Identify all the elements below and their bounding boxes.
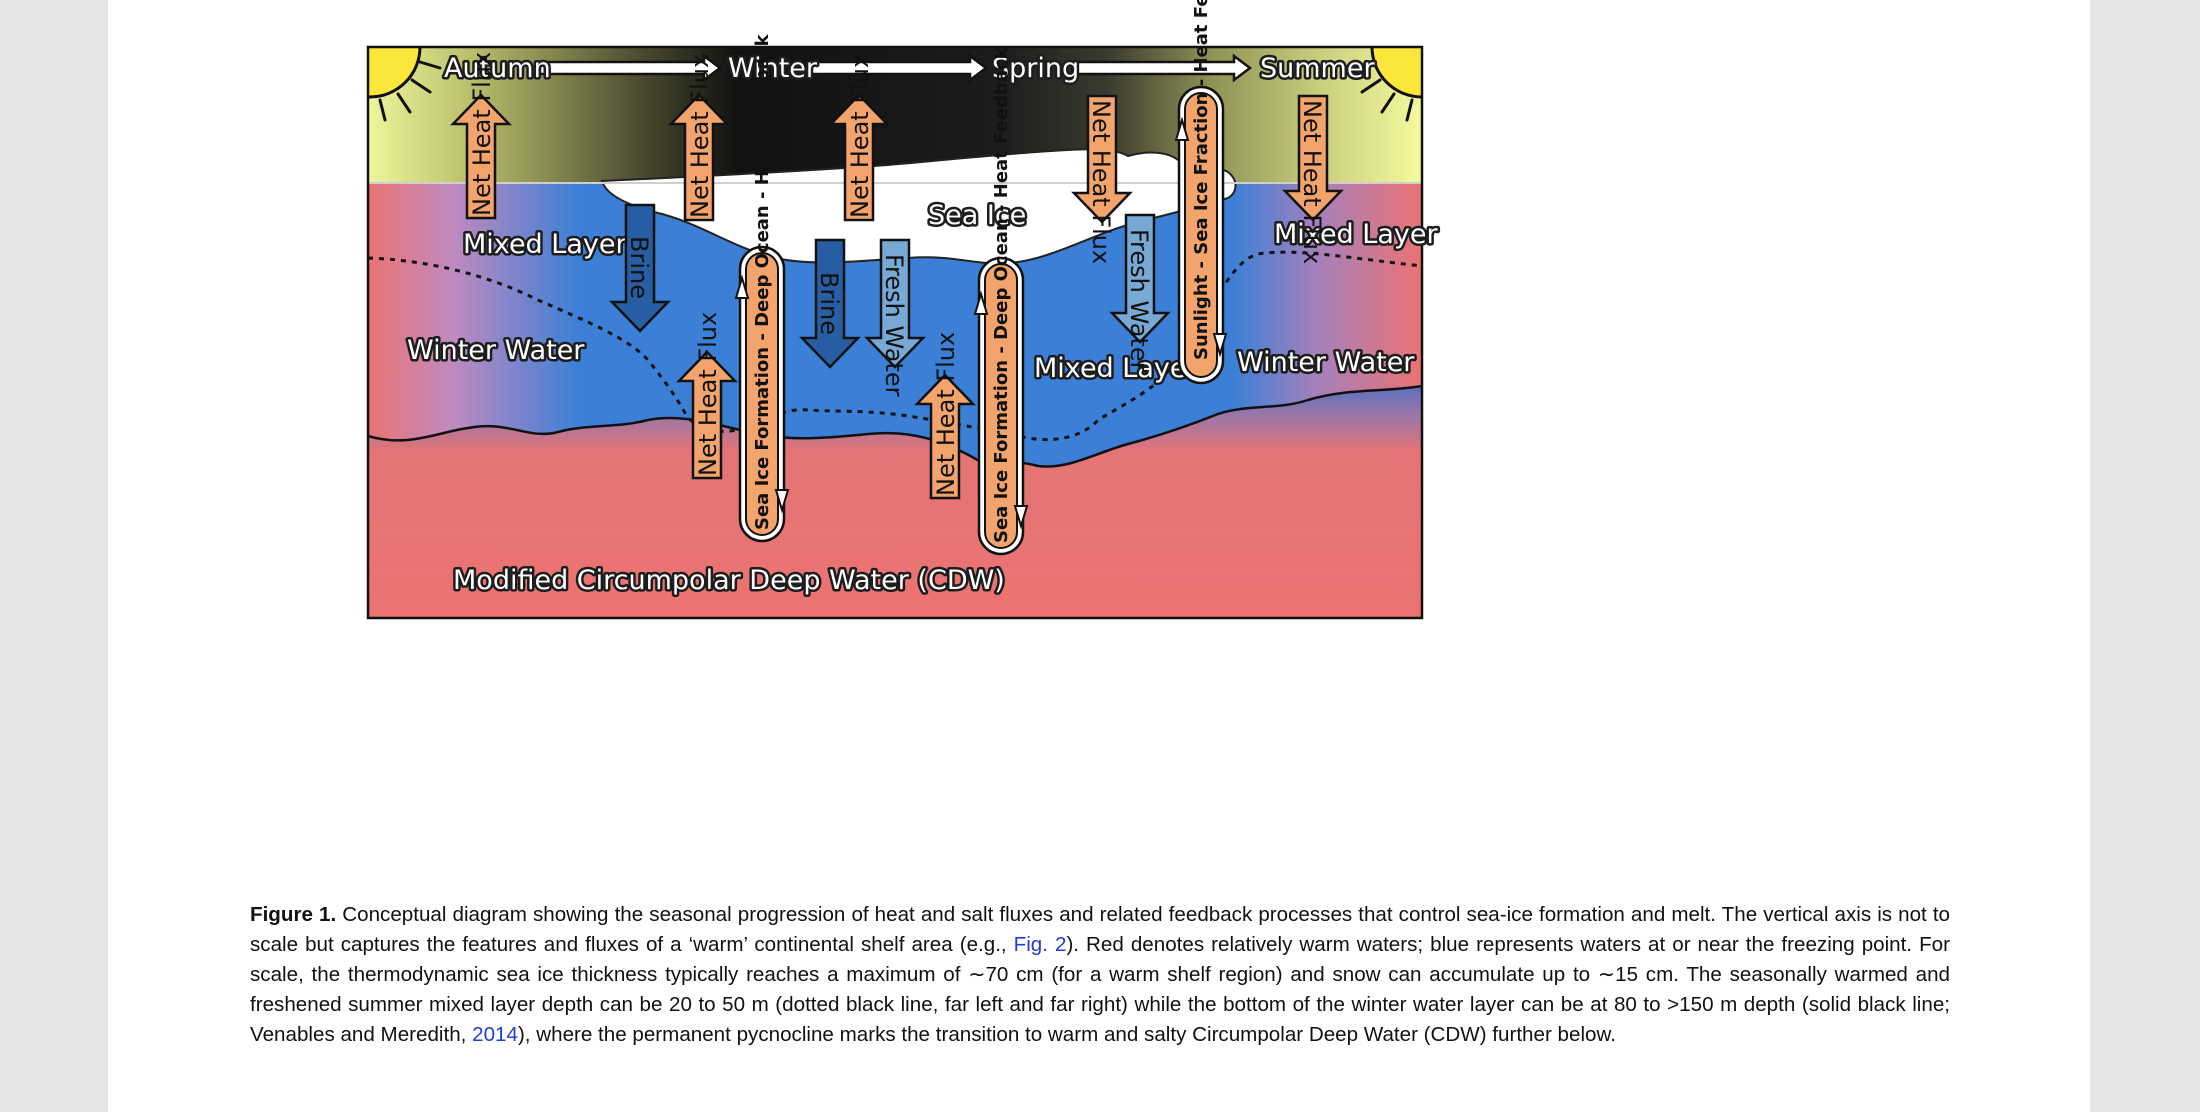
net-heat-flux-label: Net Heat Flux: [686, 54, 714, 218]
net-heat-flux-arrow: Net Heat Flux: [1071, 94, 1133, 264]
diagram-frame: [366, 45, 1424, 620]
sunlight-feedback-loop: Sunlight - Sea Ice Fraction - Heat Feedb…: [1174, 0, 1228, 385]
caption-link-2014[interactable]: 2014: [472, 1023, 518, 1046]
caption-link-fig2[interactable]: Fig. 2: [1013, 933, 1067, 956]
arrow-winter-to-spring: [806, 53, 989, 83]
net-heat-flux-label: Net Heat Flux: [468, 52, 496, 216]
sunlight-feedback-label: Sunlight - Sea Ice Fraction - Heat Feedb…: [1191, 0, 1212, 360]
fresh-water-label: Fresh Water: [880, 254, 908, 397]
caption-label: Figure 1.: [250, 903, 337, 926]
label-winter-water-left: Winter Water: [407, 335, 585, 366]
arrow-spring-to-summer: [1070, 53, 1253, 83]
label-winter-water-right: Winter Water: [1237, 347, 1415, 378]
deep-ocean-feedback-label: Sea Ice Formation - Deep Ocean - Heat Fe…: [991, 46, 1012, 543]
deep-water-region: [368, 386, 1422, 618]
label-sea-ice: Sea Ice: [928, 200, 1026, 231]
label-mixed-layer-left: Mixed Layer: [463, 229, 627, 260]
season-autumn: Autumn: [444, 53, 551, 84]
season-spring: Spring: [992, 53, 1079, 84]
fresh-water-label: Fresh Water: [1125, 229, 1153, 372]
sun-icon: [1350, 47, 1422, 122]
caption-text-2: ). Red denotes relatively warm waters; b…: [250, 933, 1950, 1046]
season-arrows: [538, 53, 1253, 83]
caption-text-3: ), where the permanent pycnocline marks …: [517, 1023, 1616, 1046]
fresh-water-arrow: Fresh Water: [1109, 213, 1171, 372]
brine-arrow: Brine: [799, 238, 861, 369]
brine-arrow: Brine: [609, 203, 671, 333]
deep-ocean-feedback-loop: Sea Ice Formation - Deep Ocean - Heat Fe…: [734, 33, 790, 543]
net-heat-flux-arrow: Net Heat Flux: [668, 54, 730, 222]
caption-text-1: Conceptual diagram showing the seasonal …: [250, 903, 1950, 956]
net-heat-flux-arrow: Net Heat Flux: [828, 54, 890, 222]
brine-label: Brine: [625, 236, 653, 299]
mixed-layer-dotted-line: [368, 250, 1422, 442]
figure-caption: Figure 1. Conceptual diagram showing the…: [250, 900, 1950, 1050]
seasonal-flux-diagram: Autumn Winter Spring Summer Sea Ice Mixe…: [366, 0, 1441, 620]
label-mixed-layer-right: Mixed Layer: [1274, 219, 1438, 250]
season-winter: Winter: [728, 53, 818, 84]
net-heat-flux-label: Net Heat Flux: [694, 312, 722, 476]
net-heat-flux-arrow: Net Heat Flux: [450, 52, 512, 220]
sun-icon: [368, 47, 442, 122]
net-heat-flux-label: Net Heat Flux: [1298, 100, 1326, 264]
net-heat-flux-label: Net Heat Flux: [932, 332, 960, 496]
season-summer: Summer: [1260, 53, 1375, 84]
label-cdw: Modified Circumpolar Deep Water (CDW): [453, 565, 1005, 596]
arrow-autumn-to-winter: [538, 53, 723, 83]
net-heat-flux-label: Net Heat Flux: [846, 54, 874, 218]
fresh-water-arrow: Fresh Water: [864, 238, 926, 397]
page: Autumn Winter Spring Summer Sea Ice Mixe…: [108, 0, 2090, 1112]
label-mixed-layer-spring: Mixed Layer: [1034, 353, 1198, 384]
net-heat-flux-arrow: Net Heat Flux: [1282, 94, 1344, 264]
brine-label: Brine: [815, 272, 843, 335]
net-heat-flux-arrow: Net Heat Flux: [914, 332, 976, 500]
net-heat-flux-label: Net Heat Flux: [1087, 100, 1115, 264]
deep-ocean-feedback-label: Sea Ice Formation - Deep Ocean - Heat Fe…: [752, 33, 773, 530]
deep-ocean-feedback-loop: Sea Ice Formation - Deep Ocean - Heat Fe…: [973, 46, 1029, 556]
net-heat-flux-arrow: Net Heat Flux: [676, 312, 738, 480]
